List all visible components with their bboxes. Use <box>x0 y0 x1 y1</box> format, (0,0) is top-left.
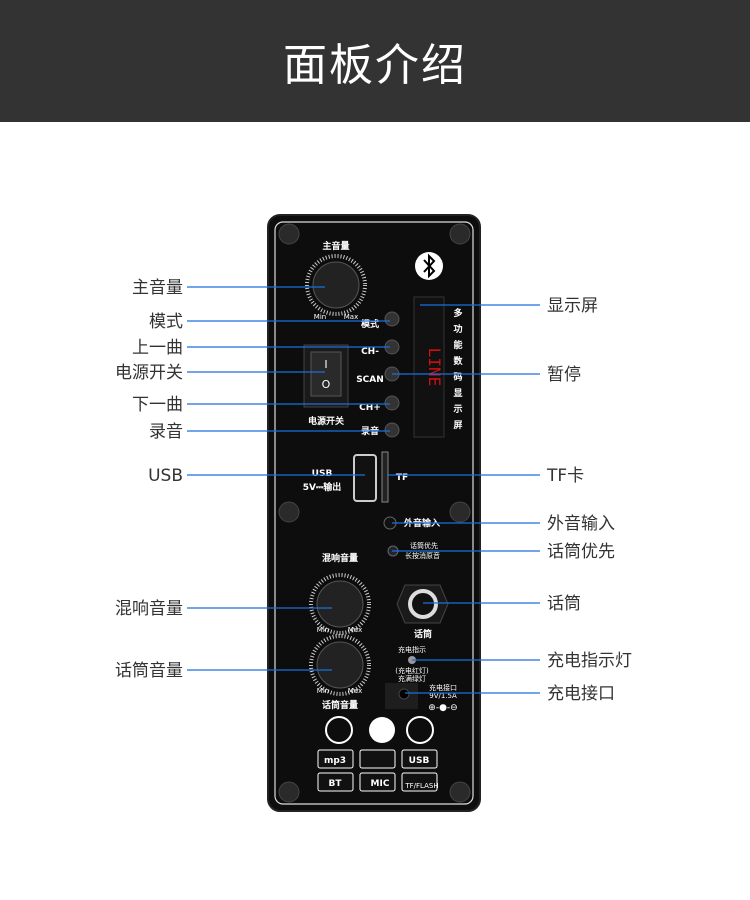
callouts-left: 主音量 模式 上一曲 电源开关 下一曲 录音 USB 混响音量 话筒音量 <box>115 278 390 681</box>
charge-indicator-label: 充电指示 <box>398 645 426 654</box>
power-switch-label: 电源开关 <box>308 415 344 427</box>
max-label: Max <box>344 313 358 321</box>
ccc-icon <box>325 716 353 744</box>
svg-text:mp3: mp3 <box>324 756 346 766</box>
callout-tf: TF卡 <box>546 466 584 486</box>
mode-button[interactable] <box>384 311 400 327</box>
callout-echo-volume: 混响音量 <box>115 599 183 619</box>
min-label: Min <box>317 626 329 634</box>
callout-power: 电源开关 <box>115 363 183 383</box>
led-display <box>413 296 445 438</box>
max-label: Max <box>348 626 362 634</box>
switch-off: O <box>322 378 331 391</box>
charge-spec: 9V/1.5A <box>429 692 457 700</box>
tf-label: TF <box>396 473 408 483</box>
svg-text:码: 码 <box>453 372 462 383</box>
svg-text:BT: BT <box>329 779 343 789</box>
charge-hint: (充电红灯) <box>395 666 429 675</box>
callout-prev: 上一曲 <box>132 338 183 358</box>
usb-out-label: 5V⎓输出 <box>303 481 341 493</box>
svg-text:功: 功 <box>453 323 462 335</box>
master-volume-label: 主音量 <box>322 240 349 252</box>
callout-pause: 暂停 <box>547 365 581 385</box>
ch-minus-label: CH- <box>361 347 379 357</box>
min-label: Min <box>314 313 326 321</box>
svg-text:示: 示 <box>453 404 462 415</box>
svg-text:屏: 屏 <box>453 420 462 431</box>
callout-mode: 模式 <box>149 312 183 332</box>
callout-charge-port: 充电接口 <box>547 684 615 704</box>
altitude-icon <box>406 716 434 744</box>
usb-label: USB <box>312 469 333 479</box>
callouts-right: 显示屏 暂停 TF卡 外音输入 话筒优先 话筒 充电指示灯 充电接口 <box>387 296 632 704</box>
svg-text:数: 数 <box>453 355 463 367</box>
scan-label: SCAN <box>356 375 384 385</box>
max-label: Max <box>348 687 362 695</box>
next-button[interactable] <box>384 395 400 411</box>
mic-jack[interactable] <box>408 589 438 619</box>
callout-mic-volume: 话筒音量 <box>115 661 183 681</box>
mic-label: 话筒 <box>414 628 432 640</box>
header-bar: 面板介绍 <box>0 0 750 122</box>
svg-text:显: 显 <box>453 388 462 399</box>
charge-port-label: 充电接口 <box>429 683 457 692</box>
panel-border <box>274 221 474 805</box>
mic-volume-knob[interactable] <box>316 641 364 689</box>
callout-display: 显示屏 <box>547 296 598 316</box>
battery-badge <box>359 749 396 769</box>
usb-port[interactable] <box>353 454 377 502</box>
callout-aux-in: 外音输入 <box>547 514 615 534</box>
mode-label: 模式 <box>361 318 379 330</box>
callout-next: 下一曲 <box>132 395 183 415</box>
knob-scale <box>305 254 367 316</box>
mic-priority-hint: 长按消原音 <box>405 551 440 560</box>
certification-icons <box>325 716 434 744</box>
echo-volume-knob[interactable] <box>316 580 364 628</box>
echo-volume-label: 混响音量 <box>322 552 358 564</box>
callout-mic: 话筒 <box>547 594 581 614</box>
callout-charge-indicator: 充电指示灯 <box>547 651 632 671</box>
polarity-icon: ⊕-●-⊖ <box>428 703 457 713</box>
ch-plus-label: CH+ <box>359 403 381 413</box>
charge-hint-2: 充满绿灯 <box>398 674 426 683</box>
master-volume-knob[interactable] <box>312 261 360 309</box>
mic-volume-label: 话筒音量 <box>322 699 358 711</box>
svg-text:MIC: MIC <box>371 779 390 789</box>
callout-usb: USB <box>148 466 183 486</box>
svg-text:TF/FLASH: TF/FLASH <box>404 782 438 790</box>
display-label: 多 功 能 数 码 显 示 屏 <box>453 307 463 431</box>
mic-priority-label: 话筒优先 <box>410 541 438 550</box>
svg-text:多: 多 <box>453 307 462 319</box>
display-digits: LINE <box>425 348 444 387</box>
tf-slot[interactable] <box>381 451 389 503</box>
callout-master-volume: 主音量 <box>132 278 183 298</box>
switch-on: I <box>324 358 327 371</box>
min-label: Min <box>317 687 329 695</box>
record-button[interactable] <box>384 422 400 438</box>
screw-icons <box>278 223 471 803</box>
climate-icon <box>369 717 395 743</box>
feature-badges: mp3 USB BT MIC TF/FLASH <box>317 749 439 792</box>
svg-text:USB: USB <box>409 756 430 766</box>
callout-mic-priority: 话筒优先 <box>547 542 615 562</box>
page-title: 面板介绍 <box>283 40 467 91</box>
svg-text:能: 能 <box>453 339 462 351</box>
callout-record: 录音 <box>149 422 183 442</box>
